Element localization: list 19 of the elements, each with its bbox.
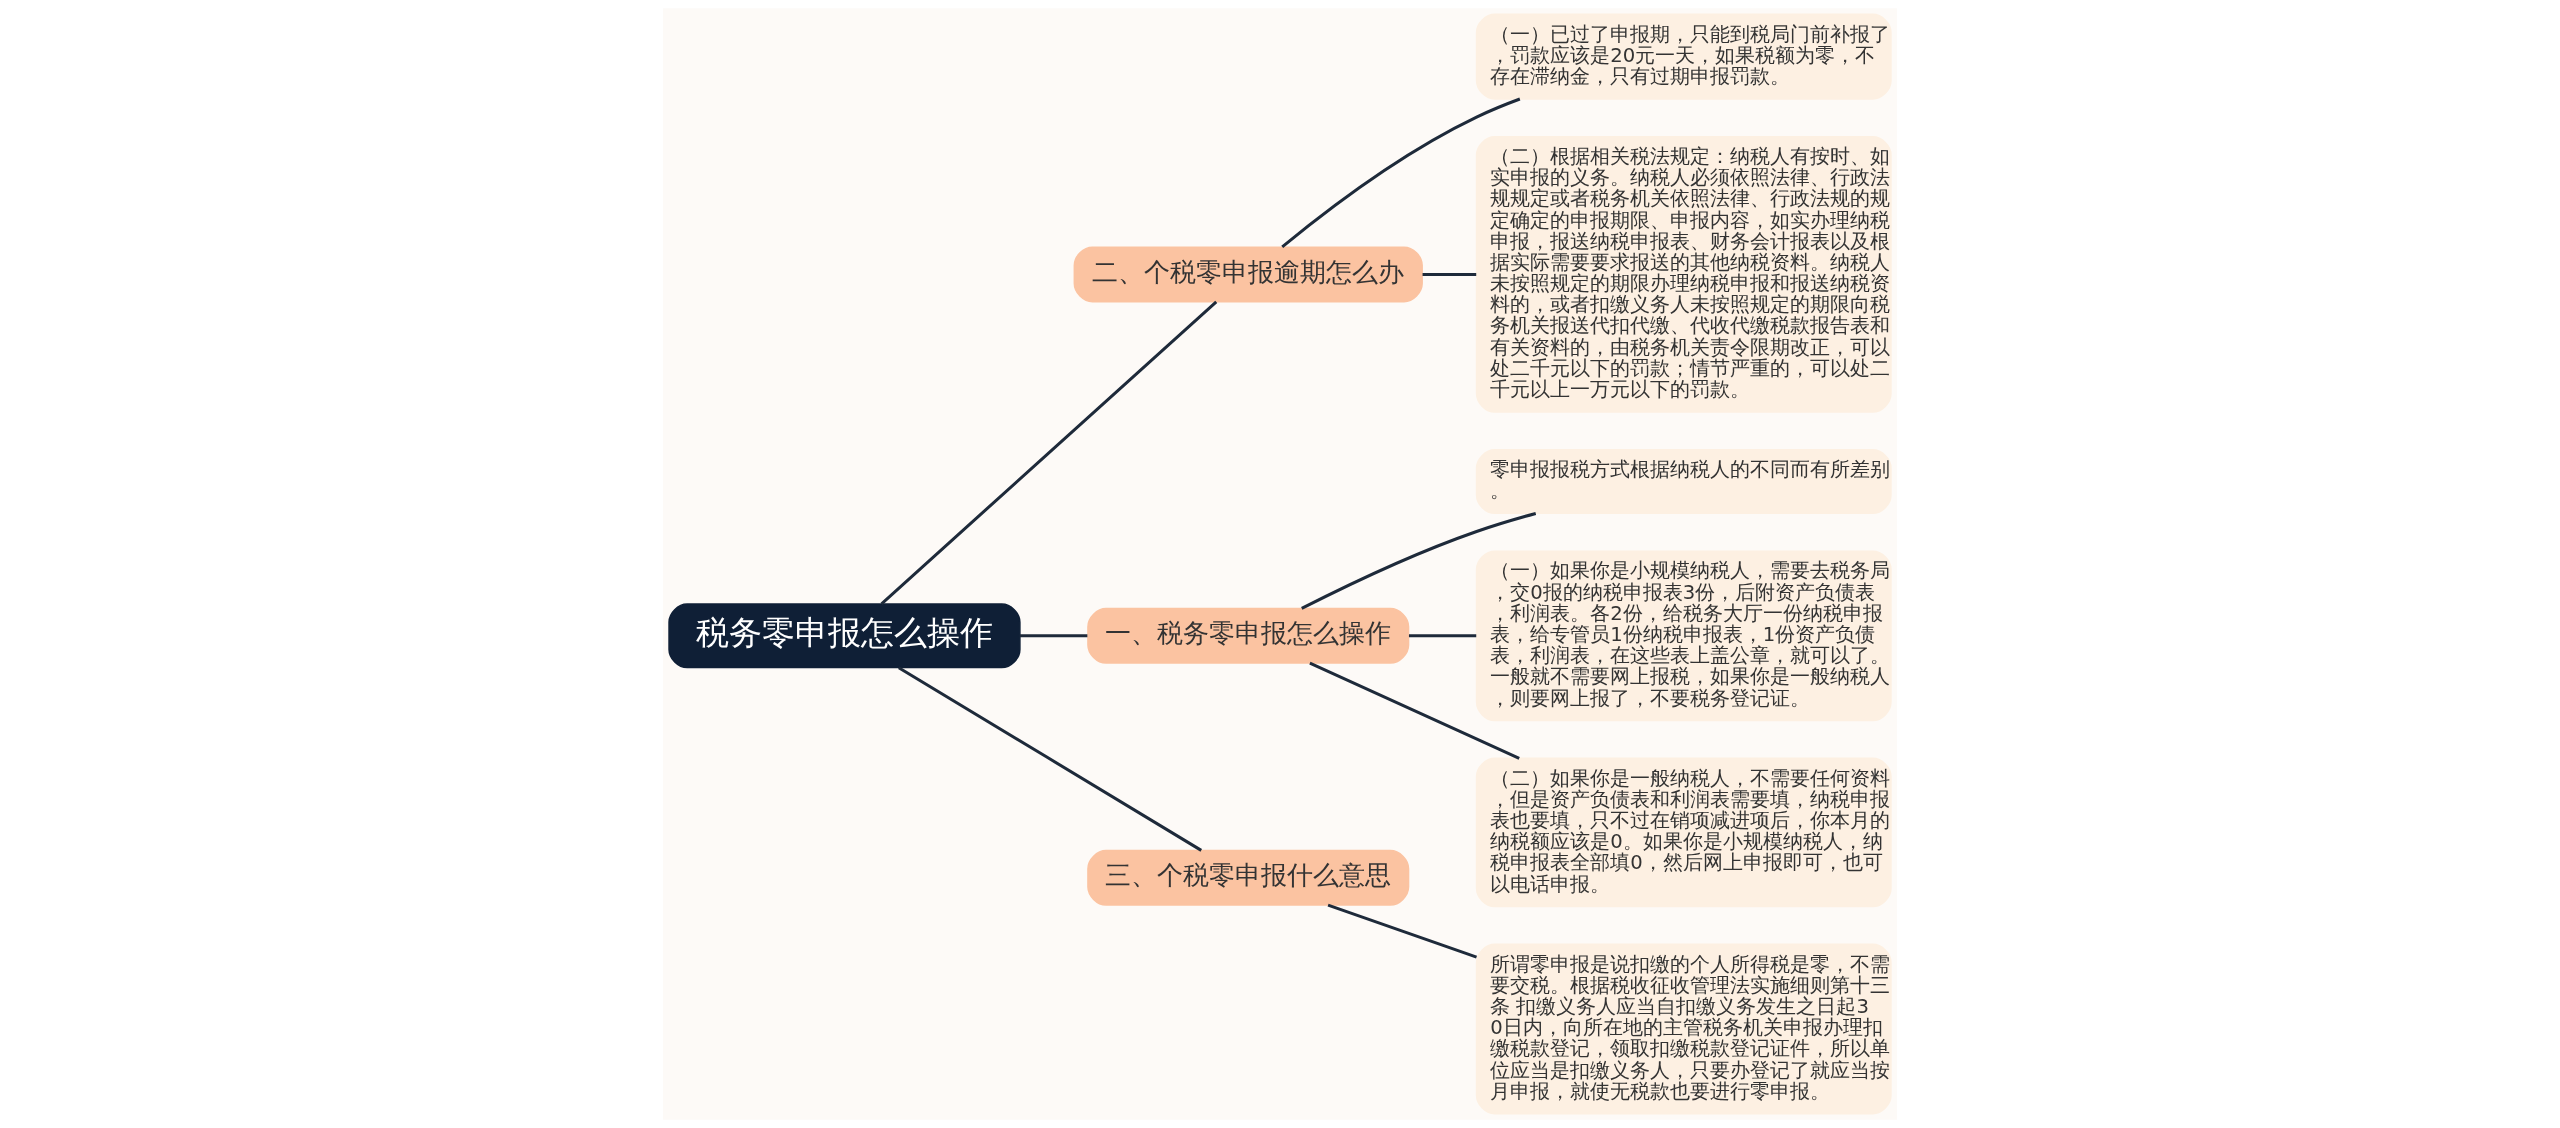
connector: [1301, 512, 1537, 610]
node-box: 三、个税零申报什么意思: [1087, 849, 1410, 906]
node-box: （一）如果你是小规模纳税人，需要去税务局，交0报的纳税申报表3份，后附资产负债表，利润表。各2份，给税务大厅一份纳税申报表，给专管员1份纳税申报表，1份资产负债表，利润表，在这些表上盖公章，就可以了。一般就不需要网上报税，如果你是一般纳税人，则要网上报了，不要税务登记证。: [1475, 550, 1892, 722]
node-box: 二、个税零申报逾期怎么办: [1073, 246, 1423, 303]
node-box: 所谓零申报是说扣缴的个人所得税是零，不需要交税。根据税收征收管理法实施细则第十三条 扣缴义务人应当自扣缴义务发生之日起30日内，向所在地的主管税务机关申报办理扣缴税款登记，领取扣缴税款登记证件，所以单位应当是扣缴义务人，只要办登记了就应当按月申报，就使无税款也要进行零申报。: [1475, 943, 1892, 1115]
node-box: （一）已过了申报期，只能到税局门前补报了，罚款应该是20元一天，如果税额为零，不存在滞纳金，只有过期申报罚款。: [1475, 13, 1892, 100]
connector: [1327, 903, 1478, 959]
connector: [1408, 634, 1477, 638]
node-box: （二）根据相关税法规定：纳税人有按时、如实申报的义务。纳税人必须依照法律、行政法规规定或者税务机关依照法律、行政法规的规定确定的申报期限、申报内容，如实办理纳税申报，报送纳税申报表、财务会计报表以及根据实际需要要求报送的其他纳税资料。纳税人未按照规定的期限办理纳税申报和报送纳税资料的，或者扣缴义务人未按照规定的期限向税务机关报送代扣代缴、代收代缴税款报告表和有关资料的，由税务机关责令限期改正，可以处二千元以下的罚款；情节严重的，可以处二千元以上一万元以下的罚款。: [1475, 136, 1892, 413]
node-box: （二）如果你是一般纳税人，不需要任何资料，但是资产负债表和利润表需要填，纳税申报表也要填，只不过在销项减进项后，你本月的纳税额应该是0。如果你是小规模纳税人，纳税申报表全部填0，然后网上申报即可，也可以电话申报。: [1475, 757, 1892, 908]
connector: [1309, 661, 1520, 760]
node-box: 税务零申报怎么操作: [668, 603, 1021, 669]
connector: [880, 300, 1218, 605]
connector: [898, 666, 1203, 852]
connector: [1281, 97, 1521, 248]
connector: [1020, 634, 1088, 638]
node-box: 零申报报税方式根据纳税人的不同而有所差别。: [1475, 449, 1892, 515]
node-box: 一、税务零申报怎么操作: [1087, 607, 1410, 664]
connector: [1422, 272, 1477, 276]
